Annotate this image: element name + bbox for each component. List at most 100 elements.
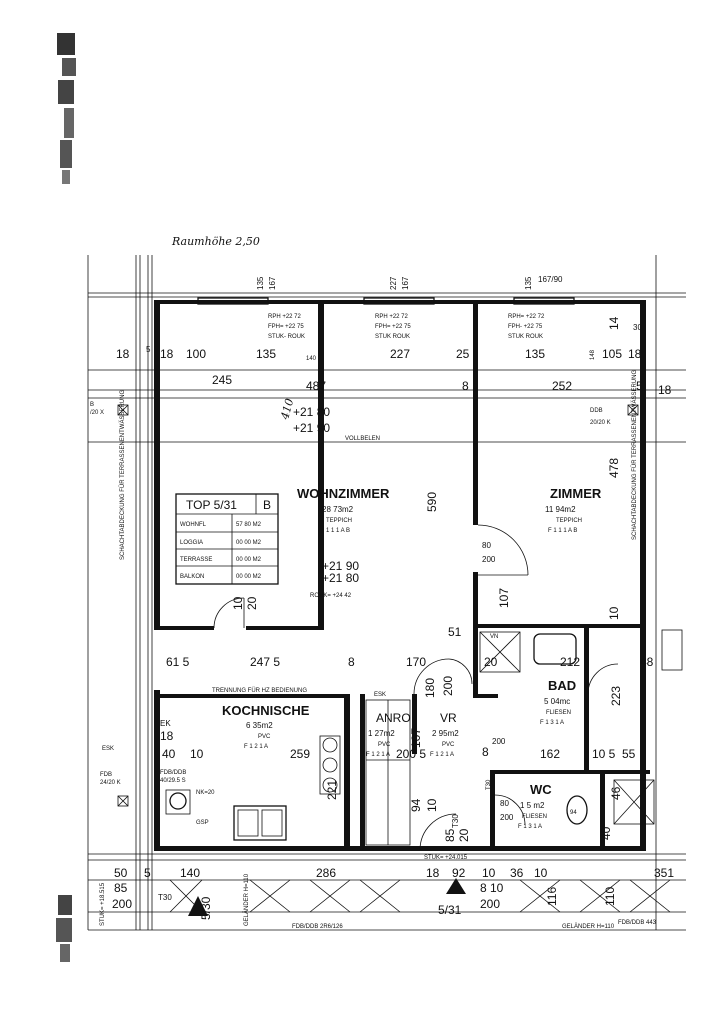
dim-55: 55 — [622, 747, 636, 761]
fdb-label-right: FDB/DDB 443 — [618, 920, 657, 926]
room-vr: VR 2 95m2 PVC F 1 2 1 A — [430, 711, 459, 758]
dim-85: 85 — [443, 828, 457, 842]
height-3-rph: RPH= +22 72 — [508, 314, 545, 320]
dim-r2-5: 18 — [658, 383, 672, 397]
dim-40-b: 40 — [599, 826, 613, 840]
t30-c: T30 — [158, 893, 172, 902]
room-kochnische-name: KOCHNISCHE — [222, 703, 310, 718]
table-row-label-0: WOHNFL — [180, 522, 207, 528]
height-2-fph: FPH= +22 75 — [375, 324, 411, 330]
dim-10-b: 10 — [190, 747, 204, 761]
vertical-note-right: SCHACHTABDECKUNG FÜR TERRASSENENTWÄSSERU… — [631, 370, 638, 540]
dim-80-b: 80 — [500, 799, 509, 808]
terrace-hatch — [169, 879, 671, 913]
table-row-label-2: TERRASSE — [180, 557, 212, 563]
annotations-lower: EK 18 ESK 40 10 259 221 107 200 5 8 200 … — [100, 719, 636, 861]
room-wohnzimmer-name: WOHNZIMMER — [297, 486, 390, 501]
dim-r1-0: 18 — [116, 347, 130, 361]
cross-markers — [117, 404, 639, 807]
room-bad: BAD 5 04mc FLIESEN F 1 3 1 A — [540, 678, 576, 726]
dim-10-c: 10 — [425, 798, 439, 812]
room-bad-floor: FLIESEN — [546, 710, 571, 716]
dim-107: 107 — [497, 588, 511, 608]
dim-r1-3: 100 — [186, 347, 206, 361]
bottom-d110: 110 — [603, 887, 617, 906]
left-marker-size: /20 X — [90, 410, 104, 416]
fixtures — [165, 629, 683, 841]
bottom-dim-1: 140 — [180, 866, 200, 880]
table-row-value-2: 00 00 M2 — [236, 557, 262, 563]
ek-label: EK — [160, 719, 171, 728]
top-dim-3a: 135 — [524, 276, 533, 290]
height-2-rph: RPH +22 72 — [375, 314, 409, 320]
dim-10-small: 10 — [231, 596, 245, 610]
room-zimmer-area: 11 94m2 — [545, 505, 576, 514]
dim-r1-2: 18 — [160, 347, 174, 361]
dim-30: 30 — [633, 323, 642, 332]
dimension-row-3: 61 5 247 5 8 170 20 212 48 180 200 223 T… — [166, 655, 654, 706]
dim-r2-3: 252 — [552, 379, 572, 393]
top-dim-2a: 227 — [389, 276, 398, 290]
bottom-dim-7: 10 — [534, 866, 548, 880]
dimension-row-2: 245 487 8 252 5 18 — [212, 373, 672, 397]
dim-r1-4: 135 — [256, 347, 276, 361]
room-zimmer: ZIMMER 11 94m2 TEPPICH F 1 1 1 A B — [545, 486, 602, 534]
room-vr-name: VR — [440, 711, 457, 725]
nk20: NK=20 — [196, 790, 215, 796]
dim-8-b: 8 — [482, 745, 489, 759]
table-row-label-1: LOGGIA — [180, 540, 203, 546]
fdb-box-size: 40/29.5 S — [160, 778, 186, 784]
table-row-value-0: 57 80 M2 — [236, 522, 262, 528]
left-marker-b: B — [90, 402, 94, 408]
room-anro-floor: PVC — [378, 742, 391, 748]
height-labels: RPH +22 72 FPH= +22 75 STUK- ROUK RPH +2… — [268, 314, 545, 340]
bottom-d200-2: 200 — [480, 897, 500, 911]
bottom-d116: 116 — [545, 887, 559, 906]
fdb-label-mid: FDB/DDB 2R6/126 — [292, 924, 343, 930]
ddb-size: 20/20 K — [590, 420, 611, 426]
level-2190-top: +21 90 — [293, 421, 330, 435]
level-2190-mid: +21 90 — [322, 559, 359, 573]
fdb-left-size: 24/20 K — [100, 780, 121, 786]
top-window-markers — [197, 297, 575, 305]
room-kochnische-floor: PVC — [258, 734, 271, 740]
ddb-label: DDB — [590, 408, 603, 414]
dim-590: 590 — [425, 492, 439, 512]
grid-lines — [87, 255, 686, 931]
height-3-stuk: STUK ROUK — [508, 334, 543, 340]
dim-r2-2: 8 — [462, 379, 469, 393]
dim-r2-4: 5 — [636, 379, 643, 393]
stuk-left: STUK= +18.515 — [100, 882, 106, 926]
annotations-middle: 80 200 107 10 +21 90 +21 80 ROUK= +24 42… — [231, 541, 621, 640]
doors — [213, 524, 619, 851]
top-dim-1b: 167 — [268, 276, 277, 290]
dim-259: 259 — [290, 747, 310, 761]
bottom-d200: 200 — [112, 897, 132, 911]
table-title: TOP 5/31 — [186, 498, 237, 512]
dim-180: 180 — [423, 678, 437, 698]
table-row-value-1: 00 00 M2 — [236, 540, 262, 546]
room-kochnische-area: 6 35m2 — [246, 721, 273, 730]
dim-80-a: 80 — [482, 541, 491, 550]
dim-r2-1: 487 — [306, 379, 326, 393]
gsp-label: GSP — [196, 820, 209, 826]
level-2180-mid: +21 80 — [322, 571, 359, 585]
scan-noise-bottom — [56, 895, 72, 962]
dim-8-a: 8 — [348, 655, 355, 669]
room-anro-name: ANRO — [376, 711, 411, 725]
bottom-dim-3: 18 — [426, 866, 440, 880]
table-row-value-3: 00 00 M2 — [236, 574, 262, 580]
dim-200-c: 200 — [492, 737, 506, 746]
room-zimmer-floor: TEPPICH — [556, 518, 582, 524]
dim-1035: 10 5 — [592, 747, 616, 761]
bottom-dim-4: 92 — [452, 866, 466, 880]
room-vr-code: F 1 2 1 A — [430, 752, 454, 758]
dim-14: 14 — [607, 316, 621, 330]
area-summary-table: TOP 5/31 B WOHNFL 57 80 M2 LOGGIA 00 00 … — [175, 493, 279, 585]
bottom-dim-2: 286 — [316, 866, 336, 880]
bottom-d810: 8 10 — [480, 881, 504, 895]
fdb-box: FDB/DDB — [160, 770, 186, 776]
dim-212: 212 — [560, 655, 580, 669]
dim-200-d: 200 — [500, 813, 514, 822]
